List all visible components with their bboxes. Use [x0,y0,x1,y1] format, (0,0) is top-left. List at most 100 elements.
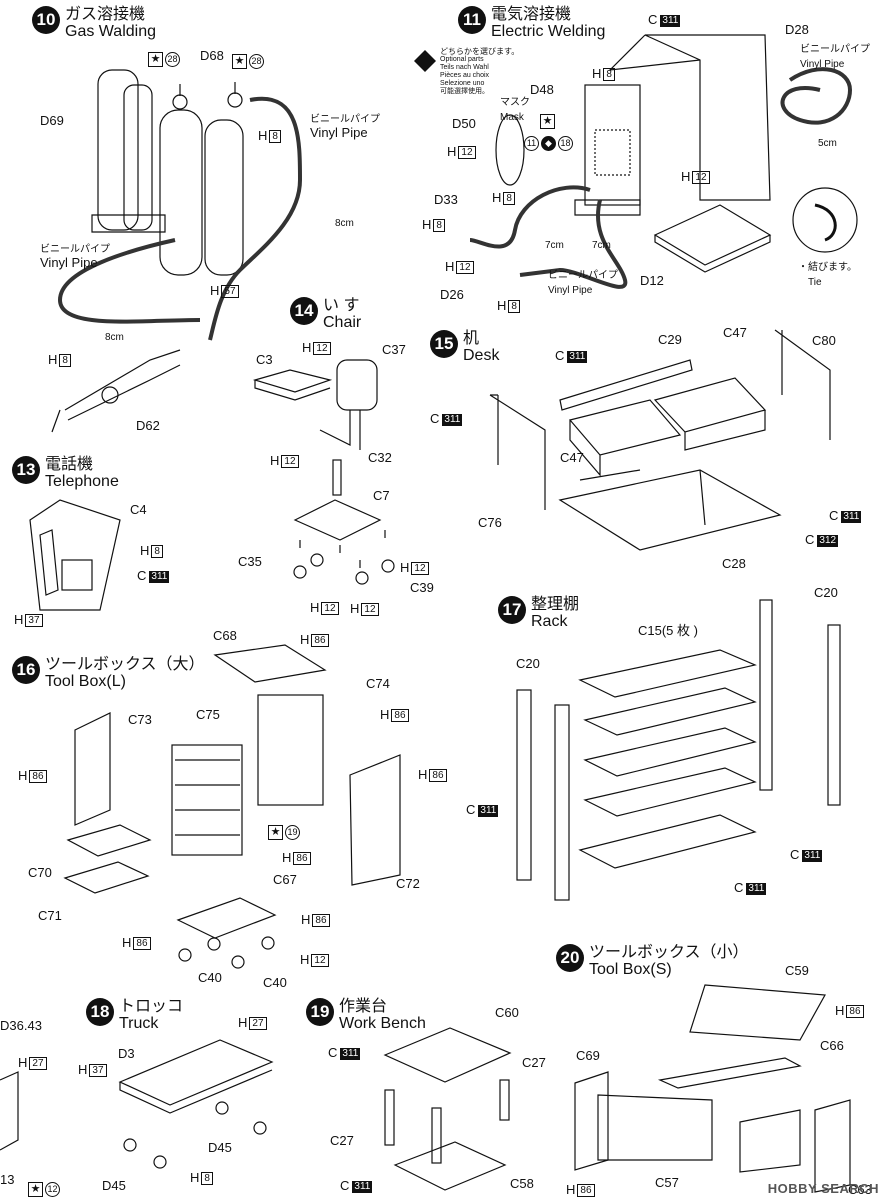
part-d45: D45 [102,1178,126,1193]
part-c32: C32 [368,450,392,465]
watermark: HOBBY SEARCH [767,1181,879,1196]
electric-cable [469,185,628,289]
part-d45: D45 [208,1140,232,1155]
part-star-12: ★12 [28,1180,60,1197]
part-c20: C20 [814,585,838,600]
part-c29: C29 [658,332,682,347]
title-en: Telephone [45,473,119,490]
storage-rack [516,599,841,901]
part-c73: C73 [128,712,152,727]
part-d69: D69 [40,113,64,128]
title-en: Truck [119,1015,159,1032]
title-en: Rack [531,613,568,630]
star-icon: ★ [148,52,163,67]
part-13: 13 [0,1172,15,1187]
part-star-28: ★28 [148,50,180,67]
length-8cm: 8cm [105,332,124,343]
title-en: Tool Box(L) [45,673,126,690]
part-c40: C40 [263,975,287,990]
title-jp: ガス溶接機 [65,6,146,23]
part-c47: C47 [560,450,584,465]
part-c58: C58 [510,1176,534,1191]
tool-box-large [63,644,401,969]
part-c74: C74 [366,676,390,691]
part-c27: C27 [522,1055,546,1070]
star-icon: ★ [28,1182,43,1197]
part-c4: C4 [130,502,147,517]
part-c47: C47 [723,325,747,340]
part-d3: D3 [118,1046,135,1061]
part-c40: C40 [198,970,222,985]
star-icon: ★ [268,825,283,840]
length-7cm: 7cm [592,240,611,251]
part-d68: D68 [200,48,224,63]
telephone [29,499,121,611]
chair [252,359,395,585]
tool-box-small [574,984,851,1193]
title-jp: 電気溶接機 [491,6,572,23]
part-c20: C20 [516,656,540,671]
part-c63: C63 [848,1182,872,1197]
length-8cm: 8cm [335,218,354,229]
step-number: 18 [86,998,114,1026]
vinyl-pipe-left [57,238,201,324]
ref-11-18: 11◆18 [522,134,573,151]
step-number: 11 [458,6,486,34]
part-d28: D28 [785,22,809,37]
part-c69: C69 [576,1048,600,1063]
step-20-title: 20 ツールボックス（小）Tool Box(S) [556,944,749,978]
desk [489,329,831,551]
part-c68: C68 [213,628,237,643]
part-star-28b: ★28 [232,52,264,69]
part-d62: D62 [136,418,160,433]
title-en: Desk [463,347,500,364]
part-d36-43: D36.43 [0,1018,42,1033]
welder-base-d12 [653,204,772,273]
part-d33: D33 [434,192,458,207]
truck [118,1039,274,1169]
step-16-title: 16 ツールボックス（大）Tool Box(L) [12,656,205,690]
part-c67: C67 [273,872,297,887]
part-c80: C80 [812,333,836,348]
work-bench [383,1027,512,1191]
mask-d50 [495,114,525,186]
part-d48: D48 [530,82,554,97]
length-5cm: 5cm [818,138,837,149]
title-en: Gas Walding [65,23,156,40]
title-jp: トロッコ [119,998,184,1015]
part-c72: C72 [396,876,420,891]
part-d26: D26 [440,287,464,302]
